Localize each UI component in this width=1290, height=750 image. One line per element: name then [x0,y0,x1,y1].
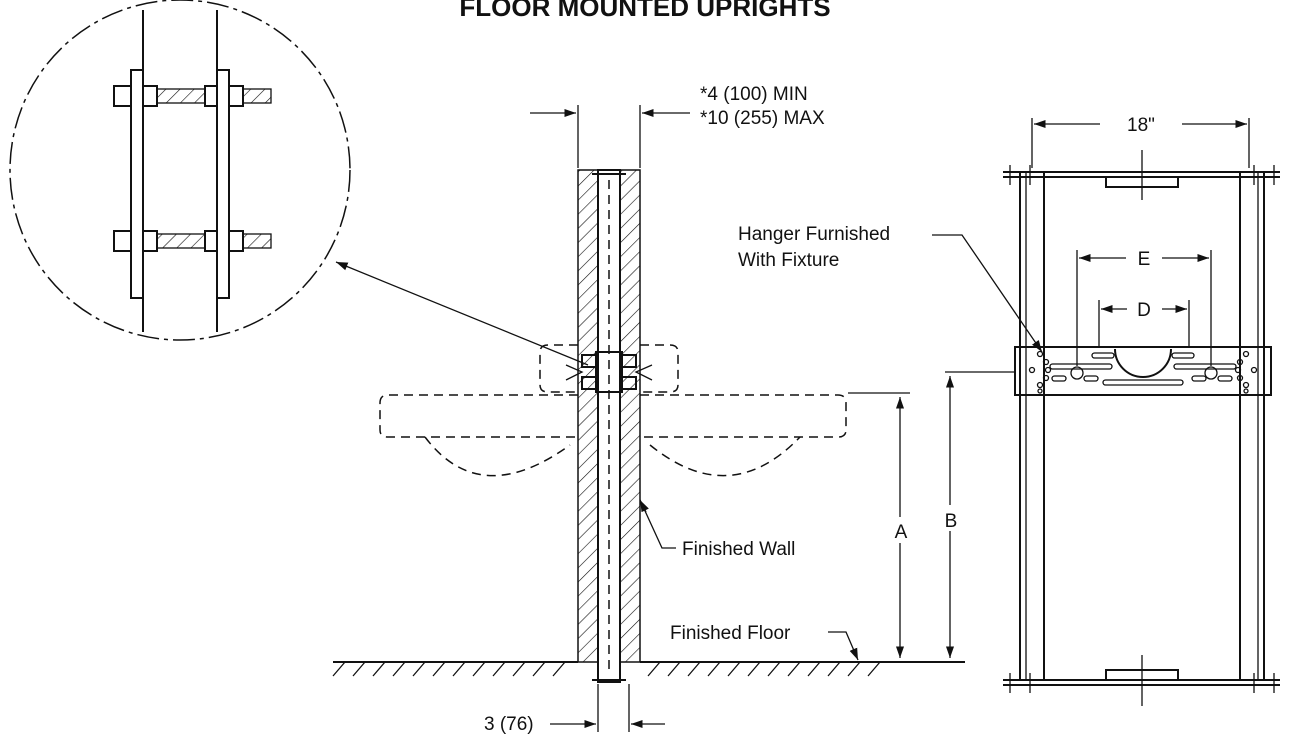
upright-width-label: 3 (76) [484,714,534,735]
dim-a-label: A [895,522,908,543]
upper-bolt [113,85,272,107]
left-wall [577,169,599,663]
page-title: FLOOR MOUNTED UPRIGHTS [459,0,830,22]
front-view: 18" E D Hanger Furnished With Fixture [738,115,1280,706]
lower-bolt [113,230,272,252]
detail-leader-arrow [335,261,589,366]
wall-max-label: *10 (255) MAX [700,108,825,129]
finished-floor-label: Finished Floor [670,623,791,644]
dim-d-label: D [1137,300,1151,321]
left-upright [1019,171,1045,681]
section-view: *4 (100) MIN *10 (255) MAX 3 (76) Finish… [332,84,1015,735]
hanger-label-line2: With Fixture [738,250,839,271]
finished-wall-label: Finished Wall [682,539,795,560]
detail-circle [9,0,351,341]
hanger-label-line1: Hanger Furnished [738,224,890,245]
hanger-plate [1014,346,1272,396]
right-wall [619,169,641,663]
dim-e-label: E [1138,249,1151,270]
upright-column [597,169,621,683]
wall-min-label: *4 (100) MIN [700,84,808,105]
right-upright [1239,171,1265,681]
dim-b-label: B [945,511,958,532]
dim-18-label: 18" [1127,115,1155,136]
